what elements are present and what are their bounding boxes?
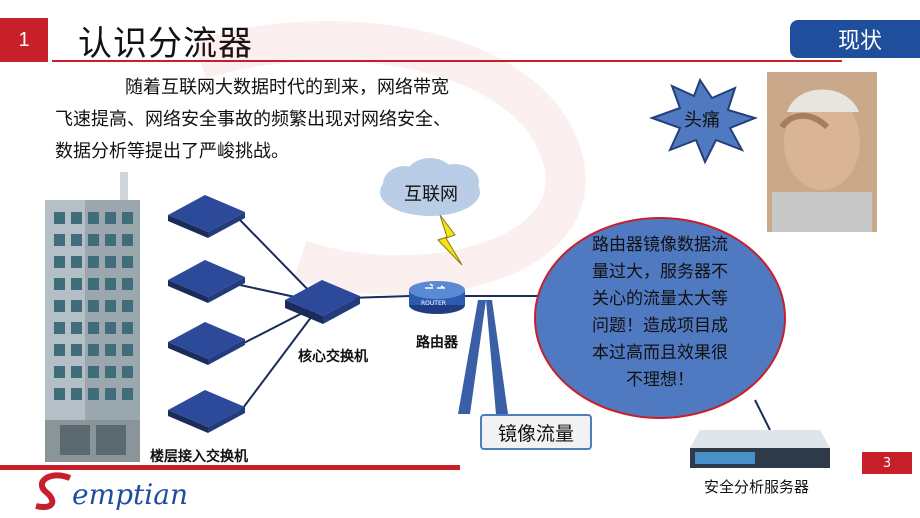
- building-window: [54, 300, 65, 312]
- building-window: [105, 256, 116, 268]
- building-window: [54, 322, 65, 334]
- building-window: [122, 300, 133, 312]
- building-window: [88, 366, 99, 378]
- intro-line-2: 飞速提高、网络安全事故的频繁出现对网络安全、: [55, 109, 451, 130]
- status-tab[interactable]: 现状: [790, 20, 920, 58]
- building-window: [122, 366, 133, 378]
- access-switch-label: 楼层接入交换机: [150, 449, 248, 465]
- problem-line: 量过大，服务器不: [592, 262, 728, 282]
- access-switch-icon: [168, 260, 245, 303]
- building-window: [88, 300, 99, 312]
- building-window: [105, 300, 116, 312]
- intro-line-3: 数据分析等提出了严峻挑战。: [55, 141, 289, 162]
- headache-starburst: [649, 77, 759, 165]
- slide-title: 认识分流器: [78, 24, 253, 64]
- building-windows: [54, 212, 133, 400]
- access-switch-icon: [168, 195, 245, 238]
- headache-label: 头痛: [684, 110, 720, 131]
- footer-divider: [0, 465, 460, 470]
- router-badge: ROUTER: [421, 300, 446, 307]
- building-window: [122, 278, 133, 290]
- building-window: [105, 388, 116, 400]
- intro-line-1: 随着互联网大数据时代的到来，网络带宽: [125, 77, 449, 98]
- building-window: [71, 322, 82, 334]
- building-window: [105, 344, 116, 356]
- building-window: [105, 278, 116, 290]
- page-number: 3: [862, 452, 912, 474]
- mirror-traffic-label: 镜像流量: [480, 414, 592, 450]
- building-window: [122, 234, 133, 246]
- building-window: [105, 366, 116, 378]
- building-window: [122, 322, 133, 334]
- building-window: [71, 256, 82, 268]
- building-window: [54, 234, 65, 246]
- intro-paragraph: 随着互联网大数据时代的到来，网络带宽 飞速提高、网络安全事故的频繁出现对网络安全…: [55, 72, 555, 168]
- core-switch-icon: [285, 280, 360, 324]
- semptian-logo-icon: [35, 472, 72, 510]
- server-label: 安全分析服务器: [704, 478, 810, 496]
- building-window: [105, 322, 116, 334]
- building-window: [54, 278, 65, 290]
- building-window: [88, 212, 99, 224]
- building-window: [71, 212, 82, 224]
- problem-line: 路由器镜像数据流: [592, 235, 728, 255]
- building-window: [105, 212, 116, 224]
- building-window: [54, 344, 65, 356]
- building-window: [88, 234, 99, 246]
- access-switch-icon: [168, 322, 245, 365]
- building-window: [71, 300, 82, 312]
- mirror-traffic-arrow: [458, 300, 508, 414]
- semptian-logo-text: emptian: [72, 478, 188, 511]
- building-window: [88, 278, 99, 290]
- building-window: [105, 234, 116, 246]
- problem-text: 路由器镜像数据流 量过大，服务器不 关心的流量太大等 问题！造成项目成 本过高而…: [560, 232, 760, 394]
- building-window: [71, 388, 82, 400]
- watermark: [193, 21, 586, 296]
- building-window: [54, 256, 65, 268]
- router-icon: [409, 281, 465, 314]
- access-switch-icon: [168, 390, 245, 433]
- building-window: [54, 366, 65, 378]
- building-window: [88, 388, 99, 400]
- building-window: [71, 234, 82, 246]
- problem-callout: [534, 217, 786, 419]
- internet-cloud-icon: [380, 158, 480, 216]
- building-window: [88, 344, 99, 356]
- slide-number-badge: 1: [0, 18, 48, 62]
- title-underline: [52, 60, 842, 62]
- building-window: [54, 212, 65, 224]
- lightning-icon: [437, 214, 463, 266]
- core-switch-label: 核心交换机: [298, 349, 368, 365]
- internet-label: 互联网: [404, 184, 458, 205]
- problem-line: 不理想！: [626, 370, 694, 390]
- problem-line: 关心的流量太大等: [592, 289, 728, 309]
- building-window: [71, 344, 82, 356]
- building-window: [88, 256, 99, 268]
- building-window: [54, 388, 65, 400]
- building-window: [88, 322, 99, 334]
- router-label: 路由器: [416, 335, 458, 351]
- link-to-server: [754, 399, 771, 431]
- problem-line: 本过高而且效果很: [592, 343, 728, 363]
- building-window: [122, 344, 133, 356]
- server-rack-icon: [690, 430, 830, 468]
- building-window: [122, 388, 133, 400]
- building-window: [71, 366, 82, 378]
- building-window: [71, 278, 82, 290]
- building-window: [122, 212, 133, 224]
- problem-line: 问题！造成项目成: [592, 316, 728, 336]
- headache-photo: [767, 72, 877, 232]
- building-window: [122, 256, 133, 268]
